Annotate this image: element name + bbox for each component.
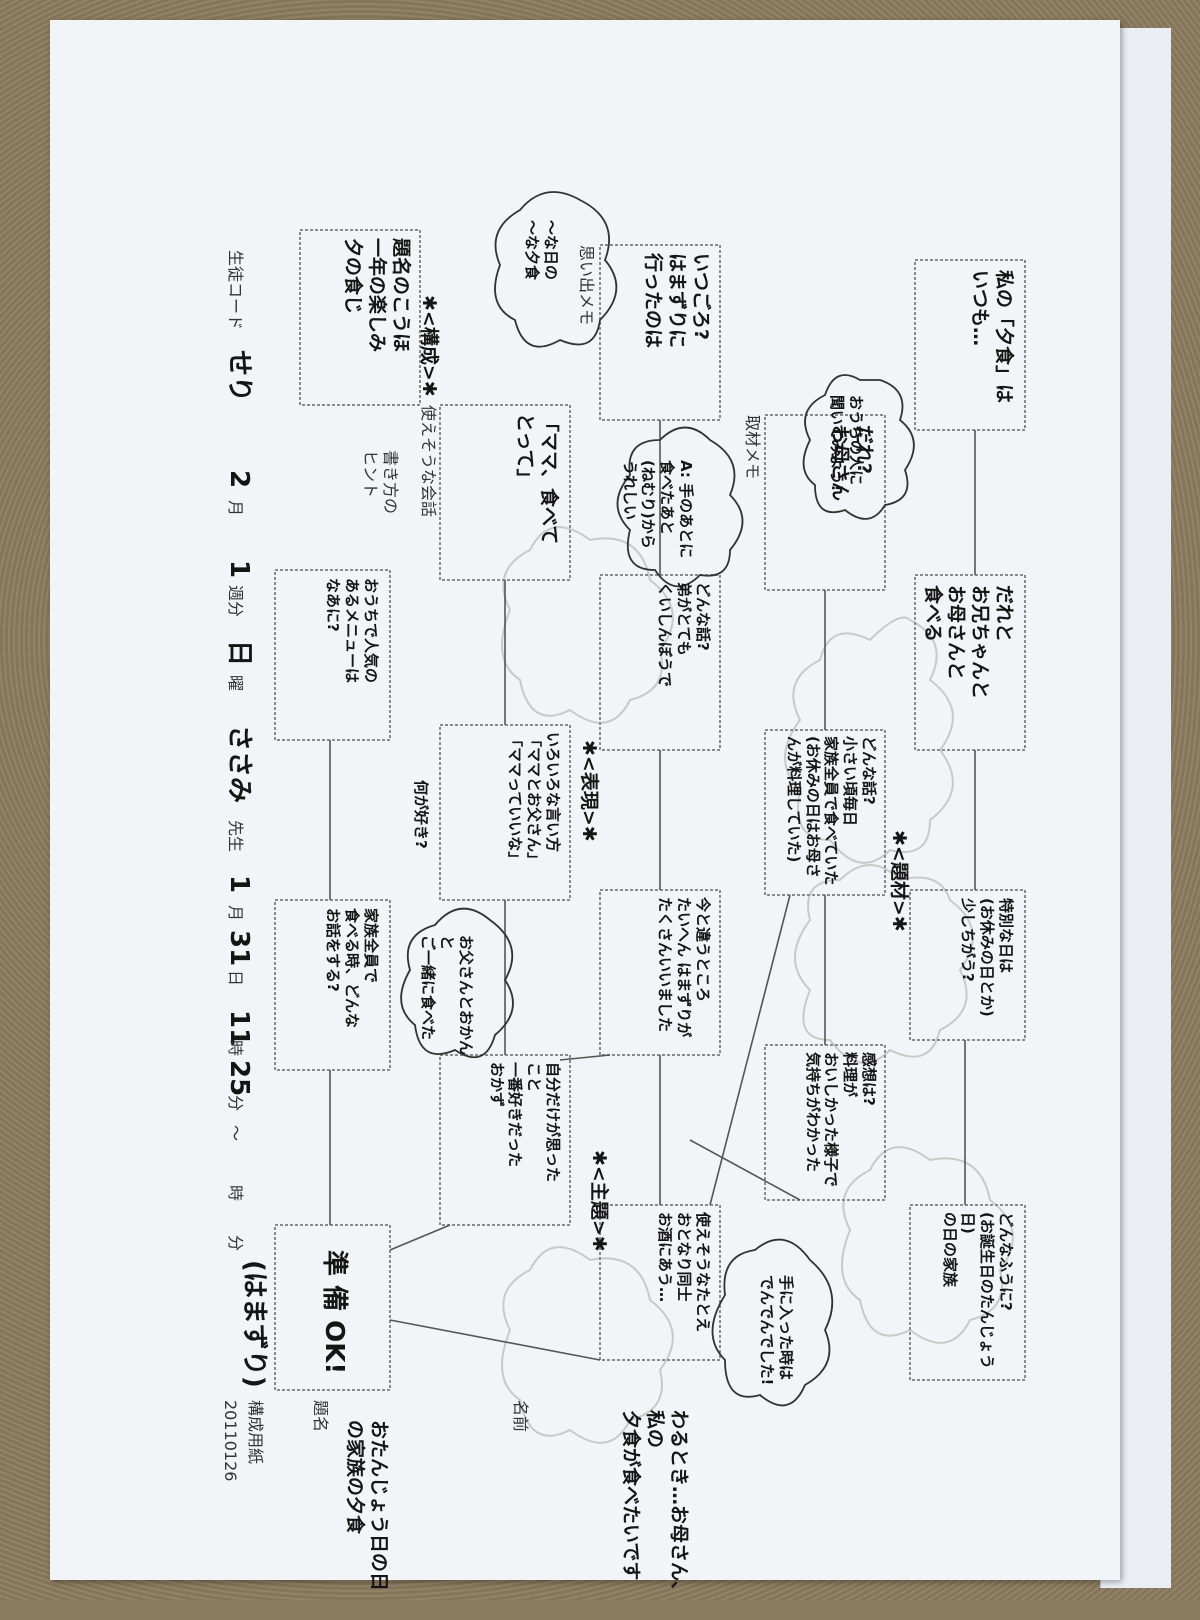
end-minute-label: 分 xyxy=(226,1235,245,1252)
teacher-label: 先生 xyxy=(226,820,245,853)
arrow-b14-b18 xyxy=(389,1319,601,1361)
right-notes: わるとき…お母さん、私の 夕食が食べたいです xyxy=(620,1410,691,1601)
box-b1-text: 私の「夕食」は いつも… xyxy=(969,270,1015,404)
label-shudai: ✱<主題>✱ xyxy=(588,1150,610,1252)
box-b18 xyxy=(274,1224,391,1391)
label-hyogen: ✱<表現>✱ xyxy=(578,740,600,842)
daimei-value: おたんじょう日の日の家族の夕食 xyxy=(344,1420,390,1592)
box-b15-text: 題名のこうほ 一年の楽しみ 夕の食じ xyxy=(342,238,413,353)
label-kousei: ✱<構成>✱ xyxy=(418,295,440,397)
cloud-c2 xyxy=(616,426,744,588)
box-b11-text: 「ママ、食べて とって」 xyxy=(514,413,560,545)
box-b12-text: いろいろな言い方 「ママとお父さん」 「ママっていいな」 xyxy=(506,732,563,868)
box-b5-label: 取材メモ xyxy=(743,415,762,480)
cloud-c1-text: おうちの人に 聞いてみよう! xyxy=(828,395,865,492)
box-b3 xyxy=(909,889,1026,1041)
box-b16 xyxy=(274,569,391,741)
cloud-c3-text: 〜な日の 〜な夕食 xyxy=(523,220,560,281)
box-b15 xyxy=(299,229,421,406)
label-daizai: ✱<題材>✱ xyxy=(888,830,910,932)
arrow-b13-b18 xyxy=(389,1224,451,1251)
date-day-label: 日 xyxy=(226,970,245,987)
cloud-c5 xyxy=(711,1238,834,1407)
tilde: ～ xyxy=(226,1125,245,1142)
box-b9-text: どんな話? 弟がとても くいしんぼうで xyxy=(656,582,713,688)
box-b8-label: 思い出メモ xyxy=(577,245,596,326)
cloud-c4 xyxy=(400,907,514,1059)
week-value: 1 xyxy=(224,560,254,579)
worksheet-content: 生徒コード せり 2 月 1 週分 日 曜 ささみ 先生 1 月 31 日 11… xyxy=(50,20,1200,1620)
daimei-label: 題名 xyxy=(311,1400,330,1433)
label-kakikata-hint: 書き方の ヒント xyxy=(361,450,400,515)
arrow-b7-b13 xyxy=(689,1139,801,1201)
month-label: 月 xyxy=(226,500,245,517)
cloud-bg-3 xyxy=(841,1146,1014,1344)
month-value: 2 xyxy=(224,470,254,489)
box-b2 xyxy=(914,574,1026,751)
box-b8-text: いつごろ? はまずりに 行ったのは xyxy=(642,253,713,349)
box-b13-text: 自分だけが思った こと 一番好きだった おかず xyxy=(487,1062,562,1183)
box-b4 xyxy=(909,1204,1026,1381)
box-b6-text: どんな話? 小さい頃毎日 家族全員で食べていた (お休みの日はお母さんが料理して… xyxy=(785,736,878,886)
topic-handwritten: (はまずり) xyxy=(239,1260,269,1388)
box-b10-text: 今と違うところ たいへん はまずりが たくさんいいました xyxy=(656,897,713,1038)
date-month-label: 月 xyxy=(226,905,245,922)
student-code-label: 生徒コード xyxy=(226,250,245,331)
week-label: 週分 xyxy=(226,585,245,618)
student-code-value: せり xyxy=(224,350,254,403)
worksheet-paper: 生徒コード せり 2 月 1 週分 日 曜 ささみ 先生 1 月 31 日 11… xyxy=(50,20,1120,1600)
day-value: 日 xyxy=(224,640,254,667)
end-hour-label: 時 xyxy=(226,1185,245,1202)
arrow-b6-b14 xyxy=(709,894,791,1206)
day-label: 曜 xyxy=(226,675,245,692)
box-b7-text: 感想は? 料理が おいしかった様子で 気持ちがわかった xyxy=(803,1052,878,1188)
box-b17-text: 家族全員で 食べる時、どんな お話をする? xyxy=(324,908,381,1029)
box-b2-text: だれと お兄ちゃんと お母さんと 食べる xyxy=(921,585,1015,700)
box-b3-text: 特別な日は (お休みの日とか) 少しちがう? xyxy=(959,898,1016,1017)
sheet-title: 構成用紙 xyxy=(246,1400,265,1465)
cloud-c5-text: 手に入った時は でんでんでした! xyxy=(758,1275,795,1386)
box-b17 xyxy=(274,899,391,1071)
diagram-lines xyxy=(274,191,1026,1444)
minute-label: 分 xyxy=(226,1095,245,1112)
teacher-value: ささみ xyxy=(224,725,254,804)
box-b18-text: 準 備 OK! xyxy=(319,1250,349,1375)
name-label: 名前 xyxy=(511,1400,530,1433)
box-b16-text: おうちで人気の あるメニューは なあに? xyxy=(324,578,381,684)
cloud-c6-text: 何が好き? xyxy=(412,780,430,849)
cloud-c2-text: A: 手のあとに 食べたあと (ねむり)から うれしい xyxy=(620,460,695,559)
date-month-value: 1 xyxy=(224,875,254,894)
box-b14-text: 使えそうなたとえ おとなり同士 お酒にあう… xyxy=(656,1212,713,1333)
date-day-value: 31 xyxy=(224,930,254,967)
cloud-c3 xyxy=(494,191,618,348)
box-b11-label: 使えそうな会話 xyxy=(419,405,438,518)
cloud-bg-4 xyxy=(501,1246,674,1444)
cloud-bg-5 xyxy=(501,526,674,724)
date-code: 20110126 xyxy=(221,1400,240,1482)
cloud-bg-1 xyxy=(784,616,954,864)
arrow-b10-b13 xyxy=(559,1054,611,1061)
hour-label: 時 xyxy=(226,1040,245,1057)
cloud-c1 xyxy=(802,374,915,520)
box-b1 xyxy=(914,259,1026,431)
cloud-bg-2 xyxy=(794,864,974,1064)
cloud-c4-text: お父さんとおかんと ご一緒に食べた xyxy=(419,935,476,1056)
minute-value: 25 xyxy=(224,1060,254,1097)
box-b4-text: どんなふうに? (お誕生日のたんじょう日) の日の家族 xyxy=(940,1212,1015,1369)
